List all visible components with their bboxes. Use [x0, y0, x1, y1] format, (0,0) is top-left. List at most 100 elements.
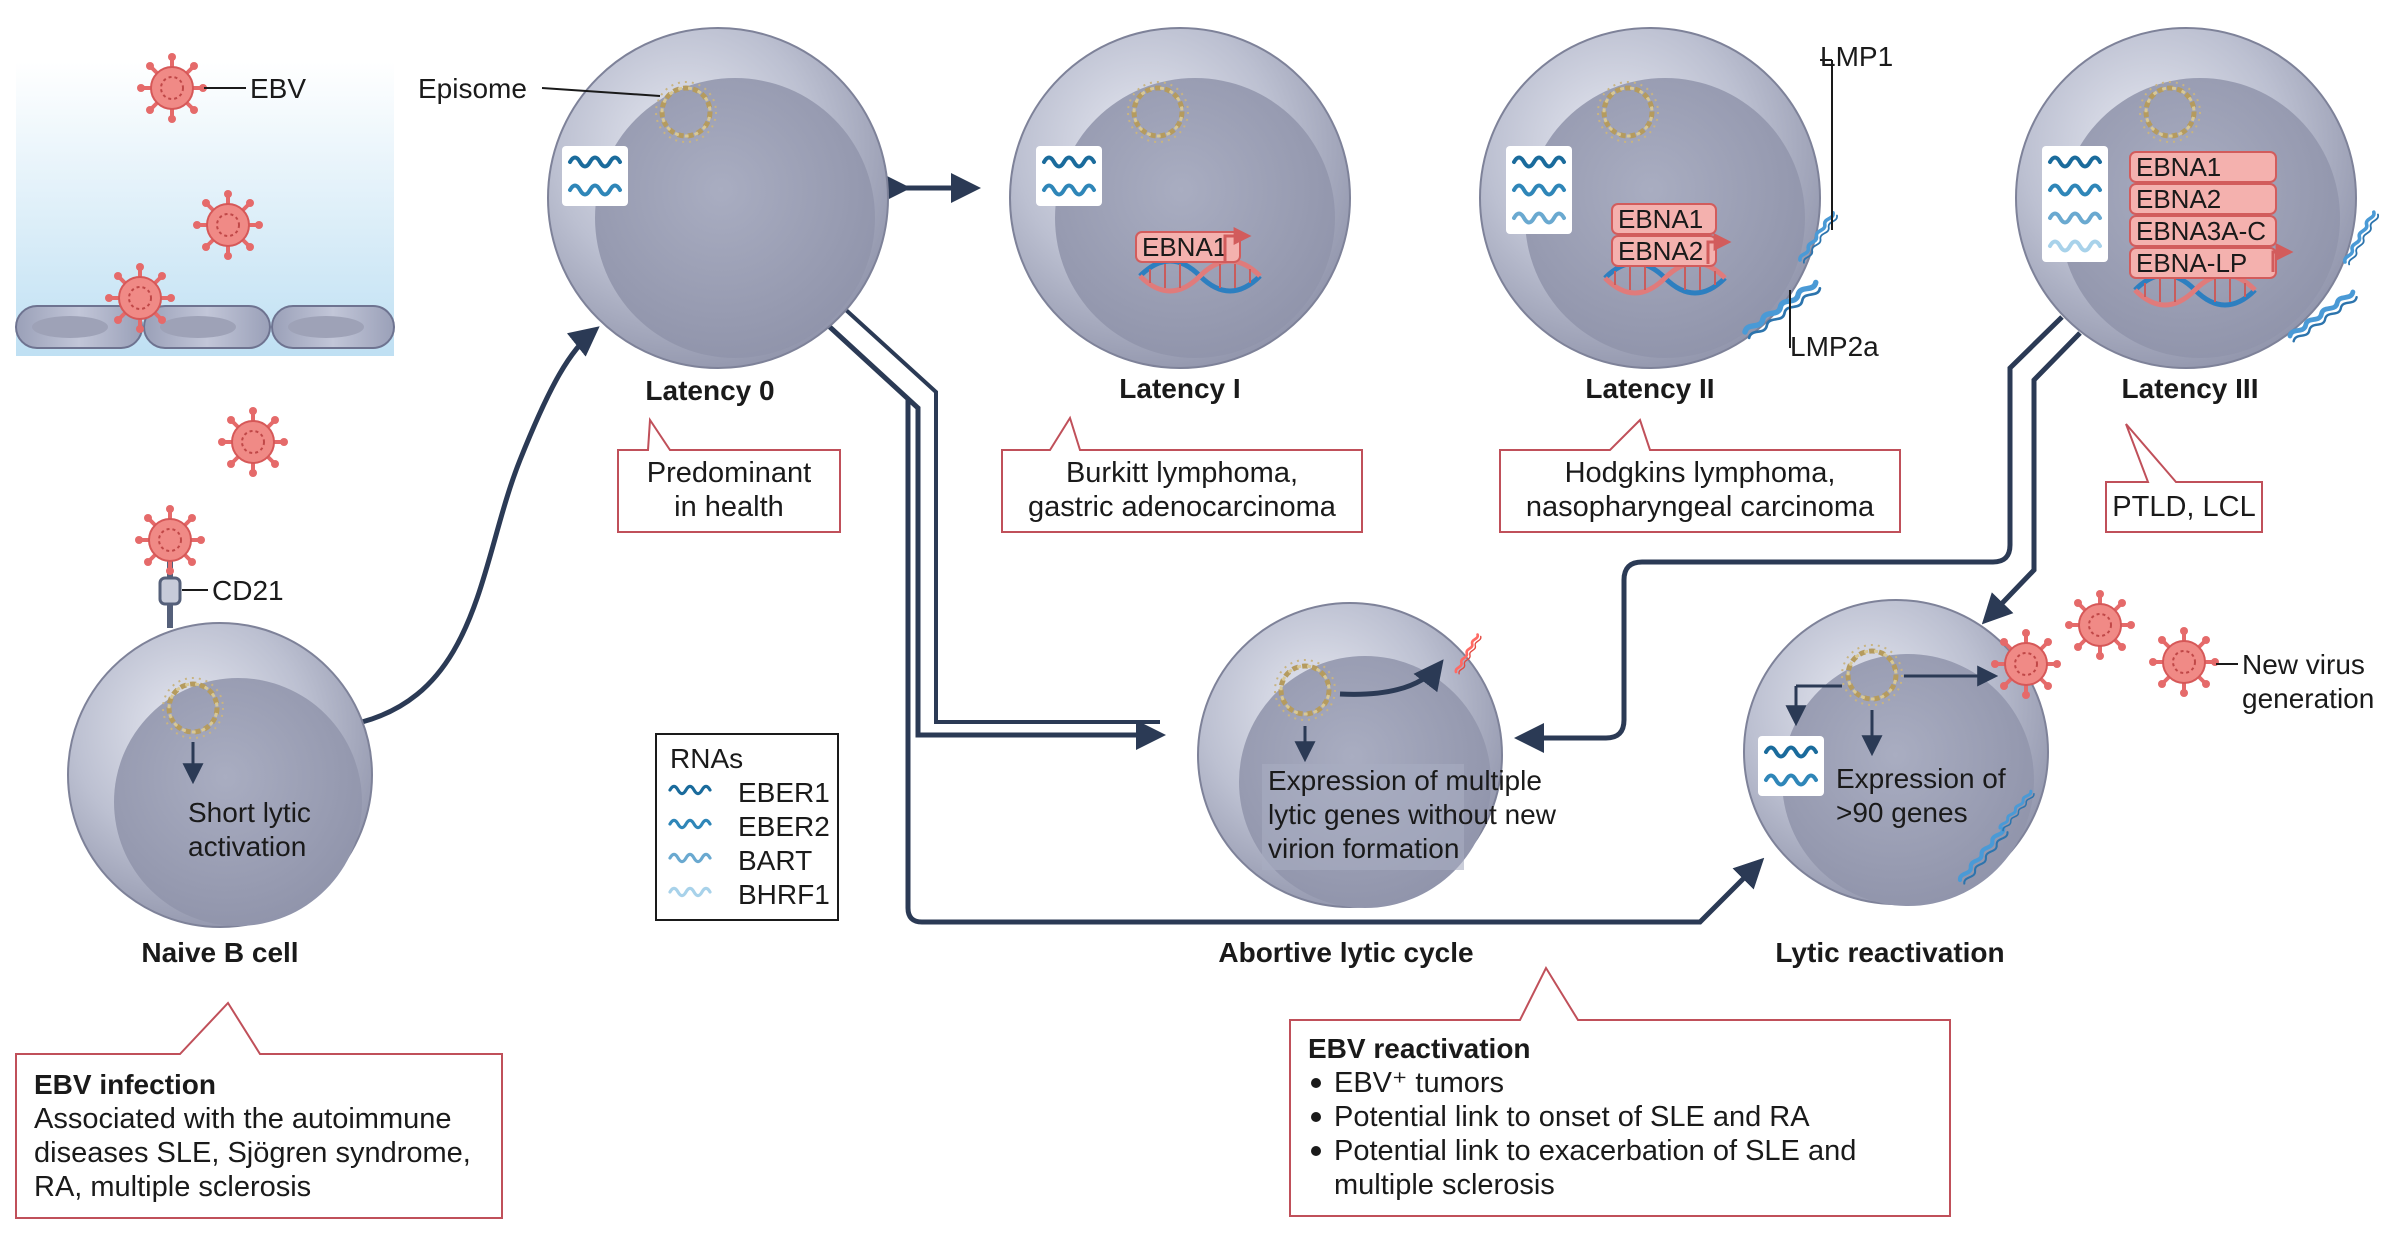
callout-text: PTLD, LCL — [2112, 491, 2255, 523]
rna-box — [2042, 146, 2108, 262]
ebna-label: EBNA-LP — [2136, 248, 2247, 278]
callout-latency0 — [617, 416, 841, 533]
callout-text: Predominant — [647, 457, 811, 489]
infection-panel: EBV — [15, 51, 395, 356]
epithelial-cells — [15, 305, 395, 349]
callout-latency1 — [1001, 415, 1363, 533]
callout-bullet-text: multiple sclerosis — [1334, 1169, 1555, 1201]
rna-box — [562, 146, 628, 206]
episome-label: Episome — [418, 73, 527, 104]
virus-icon — [1989, 627, 2063, 701]
bullet-dot — [1311, 1146, 1321, 1156]
rna-box — [1036, 146, 1102, 206]
ebna-box — [2129, 151, 2277, 183]
callout-text: Associated with the autoimmune — [34, 1103, 452, 1135]
callout-heading: EBV reactivation — [1308, 1033, 1531, 1064]
virus-icon — [103, 261, 177, 335]
ebna-label: EBNA2 — [2136, 184, 2221, 214]
cell-title: Abortive lytic cycle — [1218, 937, 1473, 968]
lytic-text: Expression of — [1836, 763, 2006, 794]
legend-item: EBER1 — [738, 777, 830, 808]
callout-text: gastric adenocarcinoma — [1028, 491, 1337, 523]
callout-heading: EBV infection — [34, 1069, 216, 1100]
pathway-arrows — [361, 173, 2082, 925]
lmp2a-label: LMP2a — [1790, 331, 1879, 362]
arrow-naive-to-latency0 — [361, 326, 600, 725]
abortive-text: virion formation — [1268, 833, 1459, 864]
transcription-arrow — [1223, 227, 1252, 262]
cd21-label: CD21 — [212, 575, 284, 606]
lmp1-label: LMP1 — [1820, 41, 1893, 72]
virus-icon — [2147, 625, 2221, 699]
expression-arrow — [1339, 659, 1444, 697]
ebna-box — [1611, 235, 1717, 267]
transcription-arrow — [1706, 233, 1732, 264]
ebna-label: EBNA1 — [1142, 232, 1227, 262]
abortive-text: lytic genes without new — [1268, 799, 1557, 830]
ebna-box — [2129, 215, 2277, 247]
callouts — [15, 415, 2263, 1219]
ebna-box — [1611, 203, 1717, 235]
cell-title: Latency III — [2122, 373, 2259, 404]
virus-icon — [135, 51, 209, 125]
new-virus-generation: New virus generation — [2063, 588, 2374, 714]
callout-text: diseases SLE, Sjögren syndrome, — [34, 1137, 471, 1169]
arrow-latency0-to-lytic — [905, 400, 1765, 925]
virus-icon — [191, 188, 265, 262]
callout-text: nasopharyngeal carcinoma — [1526, 491, 1875, 523]
callout-text: Burkitt lymphoma, — [1066, 457, 1298, 489]
cell-title: Lytic reactivation — [1775, 937, 2004, 968]
naive-cell-text: Short lytic — [188, 797, 311, 828]
callout-text: RA, multiple sclerosis — [34, 1171, 311, 1203]
ebna-box — [2129, 247, 2277, 279]
callout-texts: Predominant in health Burkitt lymphoma, … — [34, 457, 2256, 1203]
virus-icon — [2063, 588, 2137, 662]
callout-latency2 — [1499, 418, 1901, 533]
arrow-latency3-to-abortive — [1514, 315, 2064, 753]
lytic-cell: Expression of >90 genes Lytic reactivati… — [1743, 599, 2063, 968]
ebna-stack: EBNA1 — [1135, 231, 1241, 263]
cd21-receptor — [158, 576, 182, 606]
callout-bullet-text: Potential link to exacerbation of SLE an… — [1334, 1135, 1856, 1167]
ebna-label: EBNA3A-C — [2136, 216, 2266, 246]
ebna-label: EBNA2 — [1618, 236, 1703, 266]
arrow-latency3-to-lytic — [1981, 331, 2082, 625]
legend-title: RNAs — [670, 743, 743, 774]
ebv-label: EBV — [250, 73, 306, 104]
naive-cell-text: activation — [188, 831, 306, 862]
virus-icon — [216, 405, 290, 479]
ebna-label: EBNA1 — [2136, 152, 2221, 182]
latency1-cell: EBNA1 Latency I — [1009, 27, 1351, 404]
legend-item: EBER2 — [738, 811, 830, 842]
legend-item: BHRF1 — [738, 879, 830, 910]
episome-leader — [541, 87, 661, 97]
new-virus-label: New virus — [2242, 649, 2365, 680]
rna-box — [1506, 146, 1572, 234]
cell-title: Latency II — [1585, 373, 1714, 404]
virus-icon — [133, 503, 207, 577]
ebna-box — [1135, 231, 1241, 263]
transcription-arrow — [2271, 243, 2294, 272]
ebna-label: EBNA1 — [1618, 204, 1703, 234]
rna-legend: RNAs EBER1 EBER2 BART BHRF1 — [655, 733, 839, 921]
lytic-text: >90 genes — [1836, 797, 1968, 828]
cell-title: Latency 0 — [645, 375, 774, 406]
callout-latency3 — [2105, 423, 2263, 533]
ebna-box — [2129, 183, 2277, 215]
cell-title: Latency I — [1119, 373, 1240, 404]
rna-box — [1758, 736, 1824, 796]
new-virus-label: generation — [2242, 683, 2374, 714]
callout-text: Hodgkins lymphoma, — [1565, 457, 1836, 489]
arrow-latency0-to-abortive — [818, 316, 1166, 750]
callout-reactivation — [1289, 965, 1951, 1217]
bullet-dot — [1311, 1078, 1321, 1088]
abortive-cell: Expression of multiple lytic genes witho… — [1197, 602, 1557, 968]
callout-text: in health — [674, 491, 784, 523]
callout-bullet-text: Potential link to onset of SLE and RA — [1334, 1101, 1810, 1133]
bullet-dot — [1311, 1112, 1321, 1122]
